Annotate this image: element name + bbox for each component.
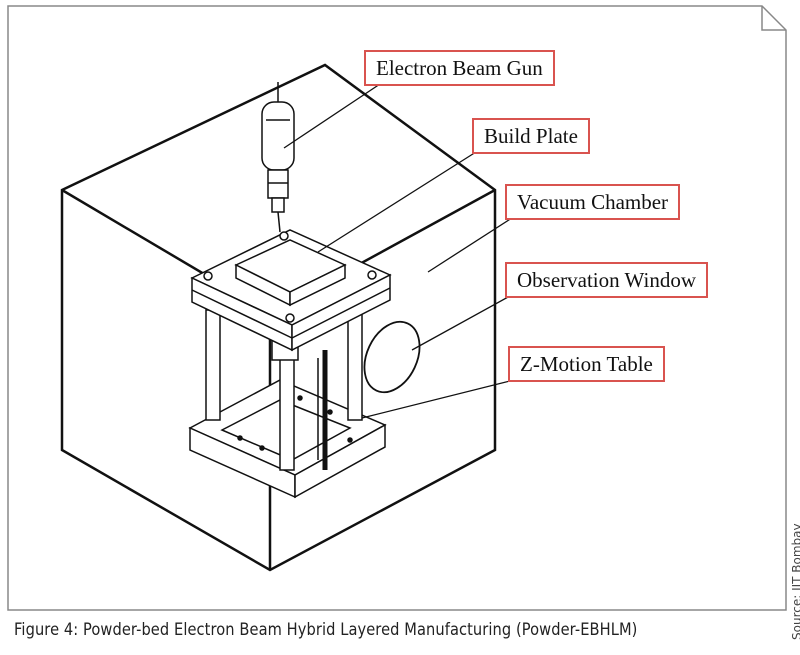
build-plate-drawing: [190, 229, 392, 352]
label-vacuum-chamber: Vacuum Chamber: [505, 184, 681, 220]
label-electron-beam-gun: Electron Beam Gun: [364, 50, 555, 86]
electron-beam-gun-drawing: [261, 82, 295, 233]
label-build-plate: Build Plate: [472, 118, 590, 154]
label-z-motion-table: Z-Motion Table: [508, 346, 665, 382]
label-observation-window: Observation Window: [505, 262, 708, 298]
figure-caption: Figure 4: Powder-bed Electron Beam Hybri…: [14, 620, 638, 640]
z-motion-table-drawing: [188, 309, 387, 499]
frame-border: [7, 5, 787, 611]
observation-window-drawing: [363, 320, 421, 394]
leader-lines: [283, 83, 523, 419]
source-credit: Source: IIT Bombay: [790, 523, 800, 640]
frame-fold: [761, 6, 786, 31]
